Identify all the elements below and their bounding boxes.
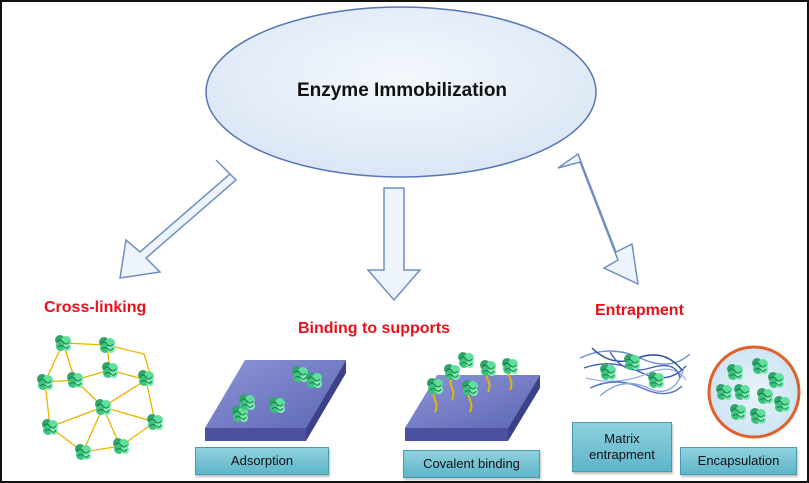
arrow-right <box>557 152 639 286</box>
category-entrapment: Entrapment <box>595 302 684 319</box>
covalent-support <box>405 351 540 441</box>
title-ellipse <box>205 6 597 178</box>
diagram-title: Enzyme Immobilization <box>296 80 508 101</box>
category-binding-to-supports: Binding to supports <box>298 320 450 337</box>
label-adsorption: Adsorption <box>195 447 329 475</box>
matrix-entrapment <box>579 347 691 397</box>
category-cross-linking: Cross-linking <box>44 299 147 316</box>
label-matrix-entrapment: Matrix entrapment <box>572 422 672 472</box>
label-covalent-binding: Covalent binding <box>403 450 540 478</box>
arrow-left <box>119 159 238 279</box>
arrow-center <box>366 187 422 302</box>
label-encapsulation: Encapsulation <box>680 447 797 475</box>
encapsulation-capsule <box>707 345 801 439</box>
adsorption-support <box>205 360 346 441</box>
cross-linking-network <box>44 342 156 453</box>
